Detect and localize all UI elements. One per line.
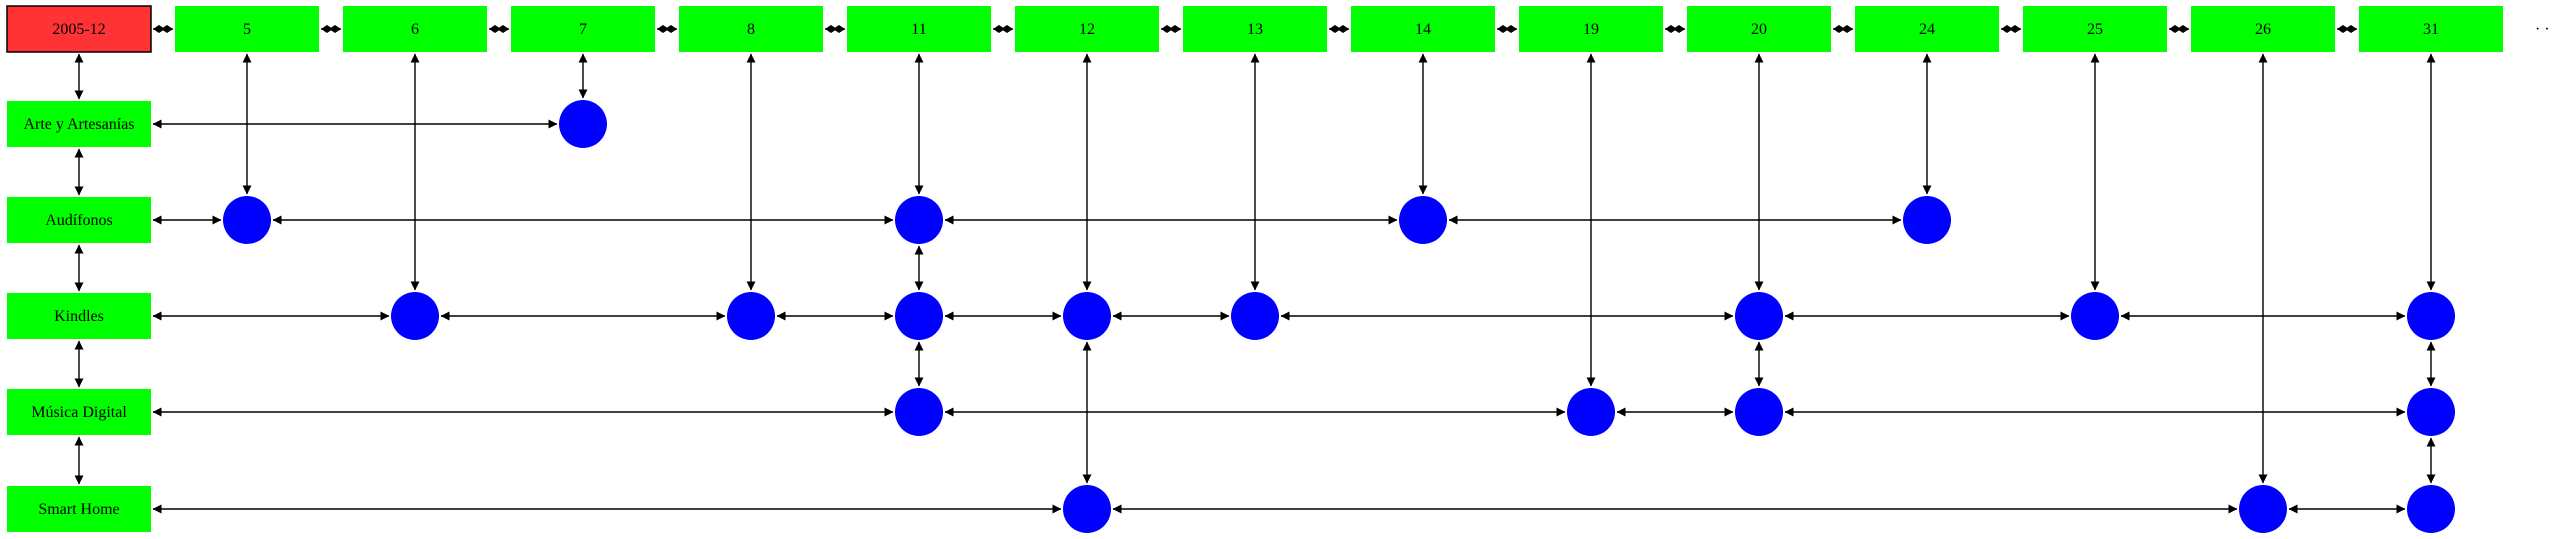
category-node-smart-home: Smart Home <box>7 486 151 532</box>
day-node-12-label: 12 <box>1079 21 1095 38</box>
event-dot-musica-digital-11 <box>895 388 943 436</box>
event-dot-arte-y-artesanias-7 <box>559 100 607 148</box>
day-node-13: 13 <box>1183 6 1327 52</box>
day-node-11-label: 11 <box>911 21 926 38</box>
category-node-smart-home-label: Smart Home <box>38 501 119 518</box>
event-dot-audifonos-5 <box>223 196 271 244</box>
category-node-arte-y-artesanias-label: Arte y Artesanías <box>23 116 134 133</box>
event-dot-kindles-11 <box>895 292 943 340</box>
day-node-5-label: 5 <box>243 21 251 38</box>
day-node-14-box <box>1351 6 1495 52</box>
day-node-8-box <box>679 6 823 52</box>
event-dot-audifonos-11 <box>895 196 943 244</box>
event-dot-kindles-12 <box>1063 292 1111 340</box>
event-dot-kindles-25 <box>2071 292 2119 340</box>
event-dot-kindles-6 <box>391 292 439 340</box>
day-node-11-box <box>847 6 991 52</box>
event-dot-kindles-8 <box>727 292 775 340</box>
event-dot-smart-home-26 <box>2239 485 2287 533</box>
day-node-6-box <box>343 6 487 52</box>
event-dot-smart-home-31 <box>2407 485 2455 533</box>
day-node-7: 7 <box>511 6 655 52</box>
day-node-31: 31 <box>2359 6 2503 52</box>
day-node-24-label: 24 <box>1919 21 1935 38</box>
day-node-5-box <box>175 6 319 52</box>
day-node-19-label: 19 <box>1583 21 1599 38</box>
day-node-26-label: 26 <box>2255 21 2271 38</box>
category-node-arte-y-artesanias: Arte y Artesanías <box>7 101 151 147</box>
day-node-14: 14 <box>1351 6 1495 52</box>
day-node-24: 24 <box>1855 6 1999 52</box>
day-node-7-box <box>511 6 655 52</box>
header-month: 2005-12 <box>6 5 152 53</box>
day-node-19: 19 <box>1519 6 1663 52</box>
day-node-8: 8 <box>679 6 823 52</box>
event-dot-musica-digital-19 <box>1567 388 1615 436</box>
day-node-25-box <box>2023 6 2167 52</box>
day-node-26: 26 <box>2191 6 2335 52</box>
day-node-19-box <box>1519 6 1663 52</box>
header-month-box <box>6 5 152 53</box>
day-node-26-box <box>2191 6 2335 52</box>
day-node-24-box <box>1855 6 1999 52</box>
category-node-musica-digital-box <box>7 389 151 435</box>
day-node-12: 12 <box>1015 6 1159 52</box>
category-node-audifonos: Audífonos <box>7 197 151 243</box>
edges-layer <box>74 25 2436 514</box>
day-node-25: 25 <box>2023 6 2167 52</box>
event-dot-kindles-20 <box>1735 292 1783 340</box>
day-node-11: 11 <box>847 6 991 52</box>
category-node-kindles-label: Kindles <box>54 308 104 325</box>
day-node-20: 20 <box>1687 6 1831 52</box>
day-node-31-label: 31 <box>2423 21 2439 38</box>
category-node-musica-digital-label: Música Digital <box>31 404 127 421</box>
event-dot-smart-home-12 <box>1063 485 1111 533</box>
category-node-audifonos-label: Audífonos <box>45 212 113 229</box>
trailing-ellipsis: · · <box>2535 21 2550 38</box>
category-node-audifonos-box <box>7 197 151 243</box>
day-node-13-box <box>1183 6 1327 52</box>
category-node-smart-home-box <box>7 486 151 532</box>
day-node-12-box <box>1015 6 1159 52</box>
header-month-label: 2005-12 <box>52 21 105 38</box>
category-node-kindles: Kindles <box>7 293 151 339</box>
day-node-5: 5 <box>175 6 319 52</box>
day-node-20-box <box>1687 6 1831 52</box>
day-node-14-label: 14 <box>1415 21 1431 38</box>
day-node-7-label: 7 <box>579 21 587 38</box>
day-node-6-label: 6 <box>411 21 419 38</box>
category-node-kindles-box <box>7 293 151 339</box>
event-dot-musica-digital-20 <box>1735 388 1783 436</box>
day-node-8-label: 8 <box>747 21 755 38</box>
event-dot-kindles-13 <box>1231 292 1279 340</box>
day-node-20-label: 20 <box>1751 21 1767 38</box>
event-dot-audifonos-24 <box>1903 196 1951 244</box>
event-dot-kindles-31 <box>2407 292 2455 340</box>
category-node-musica-digital: Música Digital <box>7 389 151 435</box>
category-node-arte-y-artesanias-box <box>7 101 151 147</box>
event-dot-musica-digital-31 <box>2407 388 2455 436</box>
day-node-31-box <box>2359 6 2503 52</box>
day-node-13-label: 13 <box>1247 21 1263 38</box>
event-dot-audifonos-14 <box>1399 196 1447 244</box>
day-node-25-label: 25 <box>2087 21 2103 38</box>
day-node-6: 6 <box>343 6 487 52</box>
